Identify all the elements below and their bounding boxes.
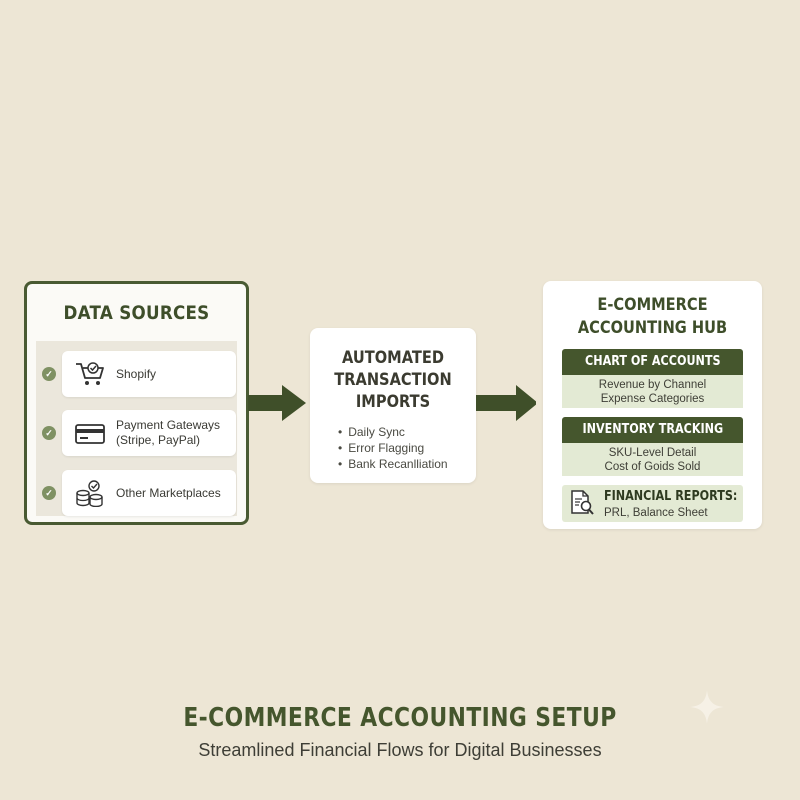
title-line: AUTOMATED: [342, 348, 444, 368]
list-item: Error Flagging: [338, 440, 448, 456]
list-item: Daily Sync: [338, 424, 448, 440]
section-line: SKU-Level Detail: [608, 447, 697, 459]
chart-of-accounts-section: CHART OF ACCOUNTS Revenue by Channel Exp…: [562, 349, 743, 408]
data-sources-panel: DATA SOURCES ✓ Shopify ✓: [24, 281, 249, 525]
source-item-payment-gateways: ✓ Payment Gateways (Stripe, PayPal): [36, 410, 237, 456]
source-item-other-marketplaces: ✓ Other Marketplaces: [36, 470, 237, 516]
check-icon: ✓: [42, 426, 56, 440]
page-subtitle: Streamlined Financial Flows for Digital …: [198, 740, 602, 760]
data-sources-title: DATA SOURCES: [63, 302, 210, 324]
section-heading: INVENTORY TRACKING: [562, 417, 743, 443]
credit-card-icon: [75, 424, 105, 444]
inventory-tracking-section: INVENTORY TRACKING SKU-Level Detail Cost…: [562, 417, 743, 476]
section-line: Expense Categories: [600, 393, 705, 405]
section-body: SKU-Level Detail Cost of Goids Sold: [562, 443, 743, 476]
title-line: TRANSACTION: [334, 370, 452, 390]
financial-reports-section: FINANCIAL REPORTS: PRL, Balance Sheet: [562, 485, 743, 522]
report-magnifier-icon: [571, 490, 594, 515]
flow-arrow-right: [476, 385, 536, 421]
section-body: Revenue by Channel Expense Categories: [562, 375, 743, 408]
page-title: E-COMMERCE ACCOUNTING SETUP: [183, 703, 617, 733]
section-heading-text: CHART OF ACCOUNTS: [584, 354, 721, 369]
check-icon: ✓: [42, 486, 56, 500]
source-card: Payment Gateways (Stripe, PayPal): [62, 410, 236, 456]
source-label: Other Marketplaces: [116, 485, 221, 500]
sparkle-icon: [690, 690, 724, 724]
automated-imports-title: AUTOMATED TRANSACTION IMPORTS: [322, 347, 465, 413]
automated-imports-list: Daily Sync Error Flagging Bank Recanllia…: [338, 424, 448, 472]
list-item: Bank Recanlliation: [338, 456, 447, 472]
title-line: ACCOUNTING HUB: [577, 318, 728, 338]
source-item-shopify: ✓ Shopify: [36, 351, 237, 397]
section-heading: CHART OF ACCOUNTS: [562, 349, 743, 375]
accounting-hub-panel: E-COMMERCE ACCOUNTING HUB CHART OF ACCOU…: [543, 281, 762, 529]
section-line: Revenue by Channel: [598, 379, 707, 391]
section-line: Cost of Goids Sold: [604, 461, 701, 473]
check-icon: ✓: [42, 367, 56, 381]
source-card: Shopify: [62, 351, 236, 397]
flow-arrow-right: [248, 385, 306, 421]
title-line: IMPORTS: [355, 392, 431, 412]
coins-icon: [76, 480, 103, 507]
financial-reports-detail: PRL, Balance Sheet: [604, 507, 708, 519]
source-label: Shopify: [116, 366, 157, 381]
automated-imports-box: AUTOMATED TRANSACTION IMPORTS Daily Sync…: [310, 328, 476, 483]
source-card: Other Marketplaces: [62, 470, 236, 516]
financial-reports-heading: FINANCIAL REPORTS:: [604, 489, 738, 504]
accounting-hub-title: E-COMMERCE ACCOUNTING HUB: [558, 294, 746, 340]
data-sources-list: ✓ Shopify ✓: [36, 341, 237, 516]
title-line: E-COMMERCE: [597, 295, 708, 315]
shopping-cart-icon: [76, 362, 104, 385]
section-heading-text: INVENTORY TRACKING: [582, 422, 723, 437]
source-label: Payment Gateways (Stripe, PayPal): [116, 418, 221, 447]
